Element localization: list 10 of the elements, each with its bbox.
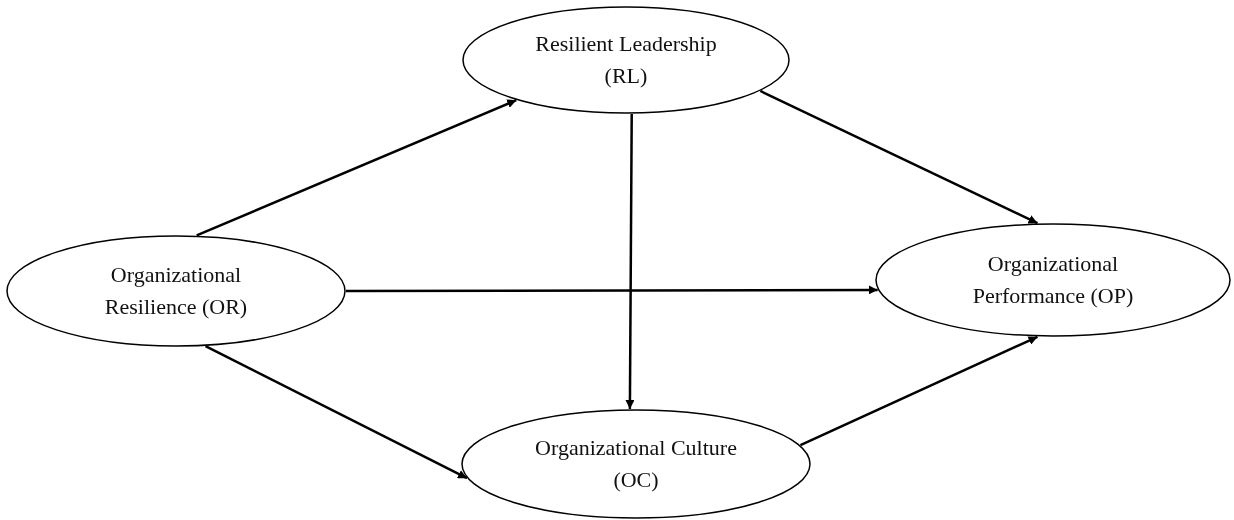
node-label: Resilient Leadership (RL): [534, 30, 718, 90]
arrow: [799, 335, 1038, 447]
node-label: Organizational Culture (OC): [534, 434, 738, 494]
arrow: [196, 98, 517, 237]
node-label: Organizational Performance (OP): [971, 250, 1135, 310]
arrow: [346, 285, 878, 295]
arrow: [759, 89, 1039, 225]
arrow: [204, 345, 468, 480]
node-label: Organizational Resilience (OR): [103, 261, 249, 321]
arrow: [625, 113, 635, 410]
